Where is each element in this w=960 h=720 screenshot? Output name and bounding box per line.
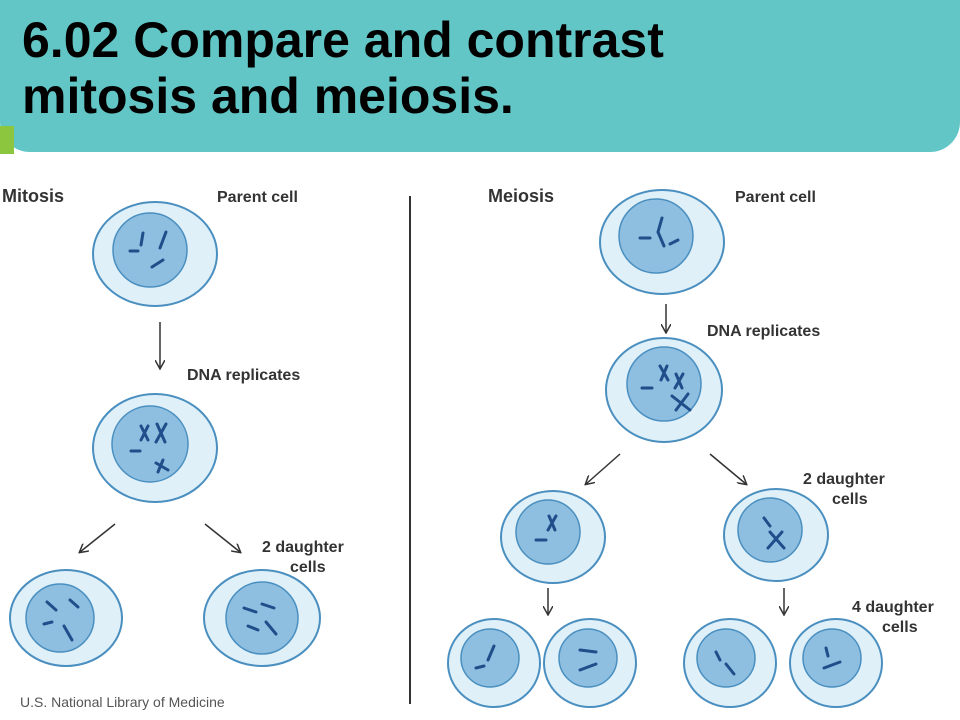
mitosis-meiosis-diagram: Mitosis Parent cell DNA replicates 2 dau…	[2, 186, 934, 710]
title-banner	[0, 0, 960, 152]
meiosis-parent-cell	[599, 189, 725, 295]
meiosis-granddaughter-cell-4	[789, 618, 883, 708]
meiosis-four-label-1: 4 daughter	[852, 599, 934, 616]
mitosis-daughter-label-2: cells	[290, 559, 326, 576]
mitosis-arrow-left	[80, 523, 116, 552]
meiosis-parent-label: Parent cell	[735, 189, 816, 206]
slide-title: 6.02 Compare and contrast mitosis and me…	[22, 12, 664, 124]
mitosis-replicate-label: DNA replicates	[187, 367, 300, 384]
mitosis-parent-label: Parent cell	[217, 189, 298, 206]
meiosis-arrow-left	[586, 453, 621, 484]
meiosis-granddaughter-cell-3	[683, 618, 777, 708]
meiosis-four-label-2: cells	[882, 619, 918, 636]
slide-title-line-2: mitosis and meiosis.	[22, 68, 514, 124]
title-accent-strip	[0, 126, 14, 154]
mitosis-parent-cell	[92, 201, 218, 307]
meiosis-granddaughter-cell-1	[447, 618, 541, 708]
mitosis-replicated-cell	[92, 393, 218, 503]
meiosis-daughter-cell-2	[723, 488, 829, 582]
slide-title-line-1: 6.02 Compare and contrast	[22, 12, 664, 68]
mitosis-daughter-cell-2	[203, 569, 321, 667]
mitosis-daughter-label-1: 2 daughter	[262, 539, 344, 556]
meiosis-arrow-right	[709, 453, 746, 484]
meiosis-granddaughter-cell-2	[543, 618, 637, 708]
mitosis-daughter-cell-1	[9, 569, 123, 667]
meiosis-replicate-label: DNA replicates	[707, 323, 820, 340]
meiosis-heading: Meiosis	[488, 186, 554, 206]
meiosis-daughter-label-2: cells	[832, 491, 868, 508]
meiosis-daughter-label-1: 2 daughter	[803, 471, 885, 488]
meiosis-replicated-cell	[605, 337, 723, 443]
mitosis-heading: Mitosis	[2, 186, 64, 206]
mitosis-arrow-right	[204, 523, 240, 552]
image-credit: U.S. National Library of Medicine	[20, 694, 225, 710]
meiosis-daughter-cell-1	[500, 490, 606, 584]
